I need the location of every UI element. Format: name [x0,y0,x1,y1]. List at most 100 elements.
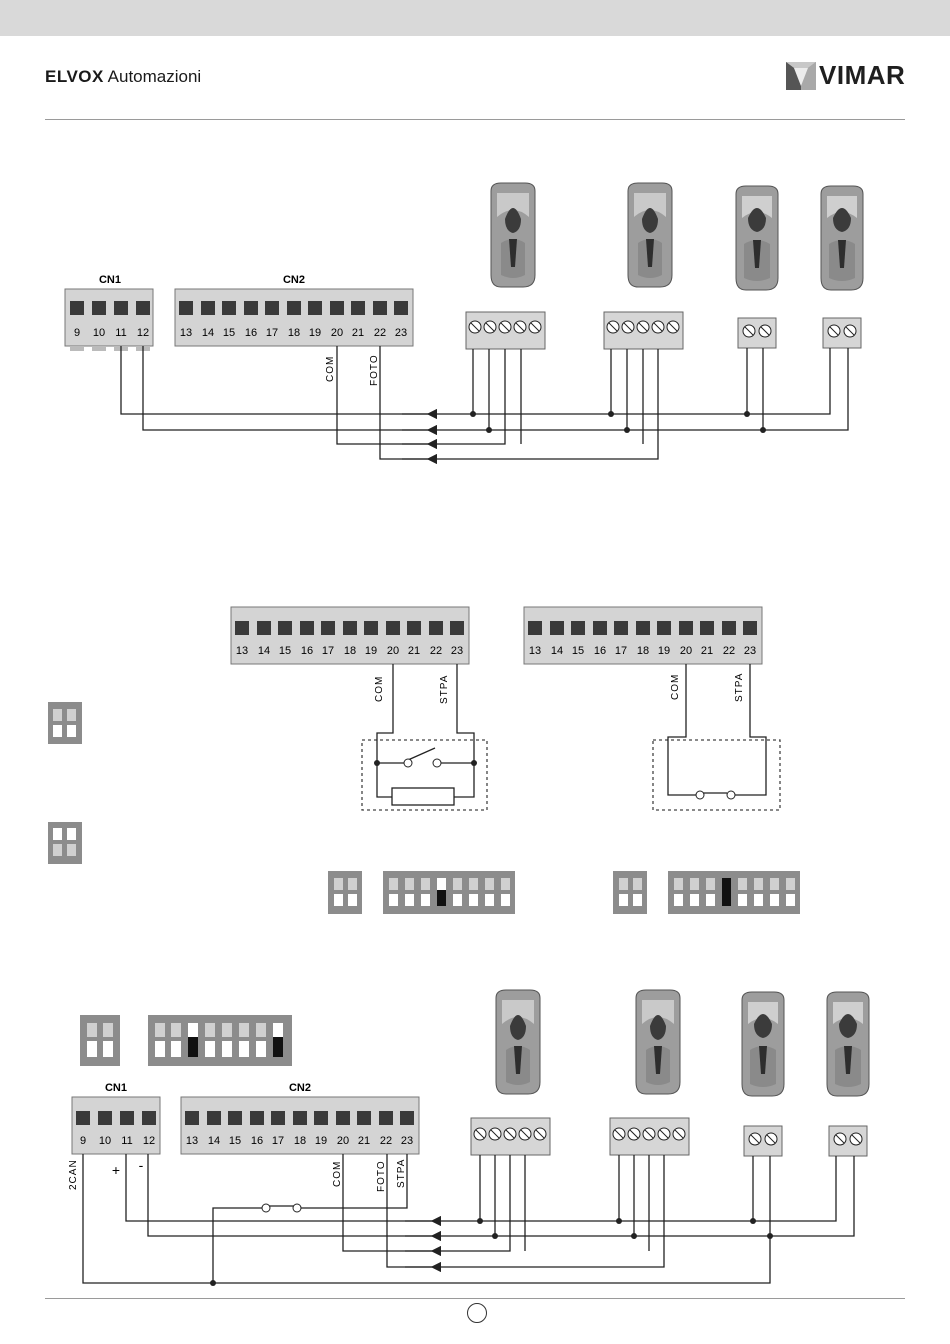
terminal-block-5 [604,312,683,349]
terminal-block-2 [738,318,776,348]
cn2-connector: 13 14 15 16 17 18 19 20 21 22 23 [524,607,762,664]
terminal: 17 [615,645,627,657]
terminal: 22 [430,645,442,657]
terminal: 18 [344,645,356,657]
dip-switch-2 [48,702,82,744]
terminal-block-5 [610,1118,689,1155]
terminal: 13 [236,645,248,657]
cn2-connector: 13 14 15 16 17 18 19 20 21 22 23 [175,289,413,346]
terminal: 19 [365,645,377,657]
page-number-circle [467,1303,487,1323]
terminal-block-5 [471,1118,550,1155]
cn2-connector: 13 14 15 16 17 18 19 20 21 22 23 [181,1097,419,1154]
cn1-terminal: 12 [143,1135,155,1147]
cn2-terminal: 13 [186,1135,198,1147]
photocell-receiver [821,186,863,290]
footer-rule [45,1298,905,1299]
cn2-terminal: 21 [352,327,364,339]
cn1-terminal: 11 [121,1135,132,1147]
photocell-transmitter [496,990,540,1094]
wiring-1 [121,346,848,459]
cn1-connector: 9 10 11 12 [72,1097,160,1154]
dip-switch-2 [328,871,362,914]
label-com: COM [374,676,385,702]
dip-switch-2 [48,822,82,864]
wiring-3 [83,1154,854,1283]
polarity-plus: + [112,1162,120,1178]
cn2-terminal: 14 [202,327,214,339]
terminal: 19 [658,645,670,657]
terminal-block-2 [829,1126,867,1156]
label-foto: FOTO [369,354,380,386]
terminal: 14 [551,645,563,657]
label-foto: FOTO [376,1160,387,1192]
diagram-3: CN1 CN2 9 10 11 12 13 14 15 16 17 18 [68,990,869,1286]
cn2-terminal: 23 [395,327,407,339]
diagram-2: 13 14 15 16 17 18 19 20 21 22 23 COM STP… [48,607,800,914]
photocell-transmitter [491,183,535,287]
cn2-terminal: 20 [337,1135,349,1147]
cn1-label: CN1 [99,274,121,286]
cn1-terminal: 9 [80,1135,86,1147]
photocell-transmitter [742,992,784,1096]
dip-switch-8 [148,1015,292,1066]
terminal: 15 [572,645,584,657]
cn2-terminal: 14 [208,1135,220,1147]
cn2-terminal: 19 [315,1135,327,1147]
terminal: 23 [744,645,756,657]
cn2-terminal: 17 [272,1135,284,1147]
label-com: COM [670,674,681,700]
cn2-label: CN2 [289,1082,311,1094]
label-stpa: STPA [439,675,450,704]
cn2-terminal: 17 [266,327,278,339]
label-com: COM [332,1161,343,1187]
terminal: 23 [451,645,463,657]
terminal: 16 [594,645,606,657]
label-stpa: STPA [396,1159,407,1188]
terminal: 17 [322,645,334,657]
label-com: COM [325,356,336,382]
cn2-terminal: 13 [180,327,192,339]
cn2-connector: 13 14 15 16 17 18 19 20 21 22 23 [231,607,469,664]
cn1-terminal: 10 [93,327,105,339]
cn1-terminal: 11 [115,327,126,339]
terminal-block-2 [744,1126,782,1156]
photocell-receiver [636,990,680,1094]
cn1-label: CN1 [105,1082,127,1094]
dip-switch-2 [80,1015,120,1066]
cn2-terminal: 23 [401,1135,413,1147]
cn2-terminal: 15 [229,1135,241,1147]
terminal: 18 [637,645,649,657]
cn2-terminal: 20 [331,327,343,339]
cn2-terminal: 15 [223,327,235,339]
photocell-receiver [628,183,672,287]
cn2-terminal: 18 [294,1135,306,1147]
label-2can: 2CAN [68,1159,79,1190]
terminal-block-5 [466,312,545,349]
photocell-transmitter [736,186,778,290]
cn2-terminal: 18 [288,327,300,339]
terminal: 20 [680,645,692,657]
cn2-terminal: 16 [245,327,257,339]
cn2-terminal: 21 [358,1135,370,1147]
dip-switch-8 [668,871,800,914]
cn2-terminal: 22 [374,327,386,339]
polarity-minus: - [139,1157,144,1173]
dip-switch-2 [613,871,647,914]
cn2-terminal: 19 [309,327,321,339]
terminal: 16 [301,645,313,657]
terminal: 15 [279,645,291,657]
dip-switch-8 [383,871,515,914]
terminal: 22 [723,645,735,657]
terminal: 20 [387,645,399,657]
photocell-receiver [827,992,869,1096]
cn1-terminal: 12 [137,327,149,339]
diagram-1: CN1 CN2 9 10 11 12 13 14 15 1 [65,183,863,459]
terminal: 13 [529,645,541,657]
label-stpa: STPA [734,673,745,702]
terminal-block-2 [823,318,861,348]
cn2-terminal: 16 [251,1135,263,1147]
cn1-terminal: 9 [74,327,80,339]
terminal: 21 [408,645,420,657]
